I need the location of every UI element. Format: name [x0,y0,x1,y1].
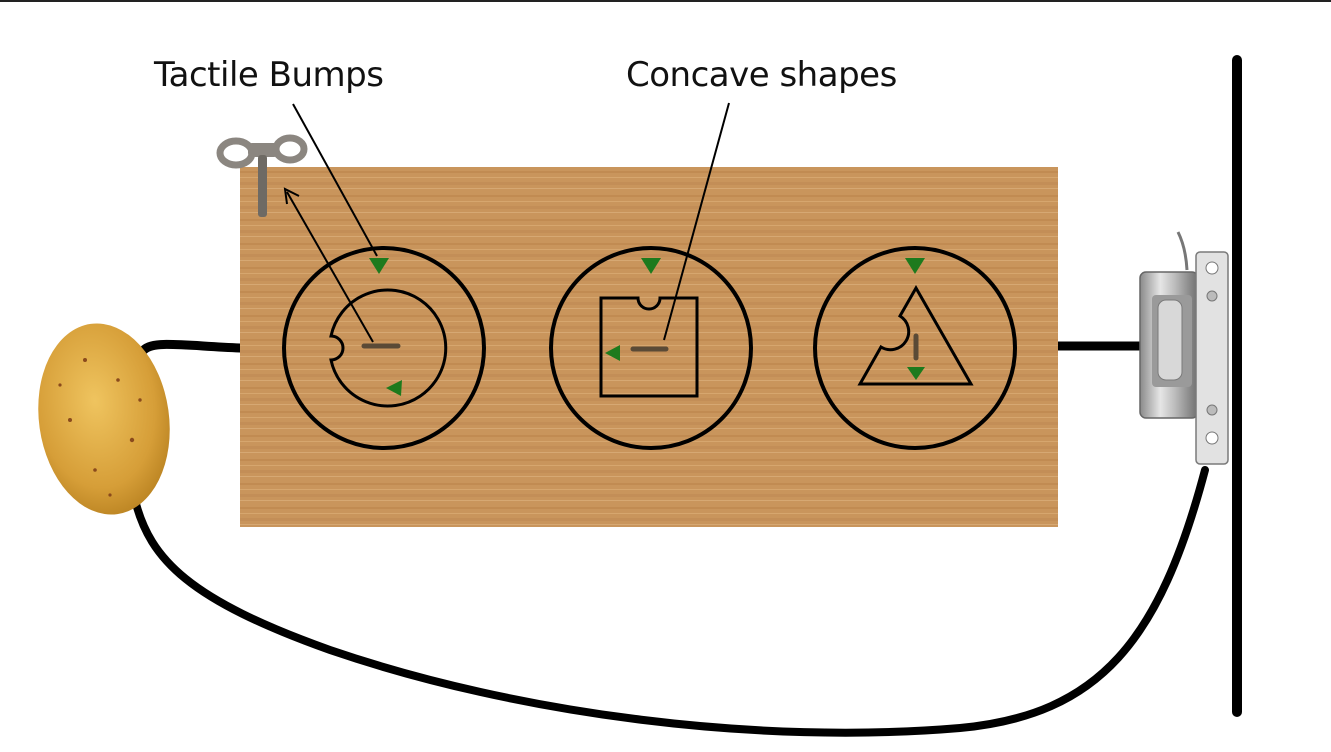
wire-potato-to-lock-loop [131,466,1209,737]
arrow-head [283,187,300,205]
concave-shapes-label: Concave shapes [626,55,897,95]
square-concave-shape [599,296,699,398]
wind-up-key-icon [216,134,308,217]
callout-line-concave-shapes [663,102,730,341]
circle-concave-shape [329,288,448,408]
circle-dial [282,246,486,450]
arrow-to-key [286,191,374,343]
dial-outer-ring [282,246,486,450]
tactile-bump-marker [641,258,661,274]
tactile-bump-marker [369,258,389,274]
callout-line-tactile-bumps [292,103,378,257]
triangle-concave-shape [857,284,974,386]
tactile-bump-marker [605,345,620,361]
tactile-bump-marker [386,380,402,396]
tactile-bumps-label: Tactile Bumps [154,55,384,95]
tactile-bump-marker [907,367,925,380]
top-border [0,0,1331,2]
triangle-dial [813,246,1017,450]
square-dial [549,246,753,450]
potato-icon [38,323,170,515]
wire-potato-to-board [137,339,245,357]
door-strike-lock-icon [1139,231,1229,465]
dial-outer-ring [813,246,1017,450]
dial-outer-ring [549,246,753,450]
tactile-bump-marker [905,258,925,274]
